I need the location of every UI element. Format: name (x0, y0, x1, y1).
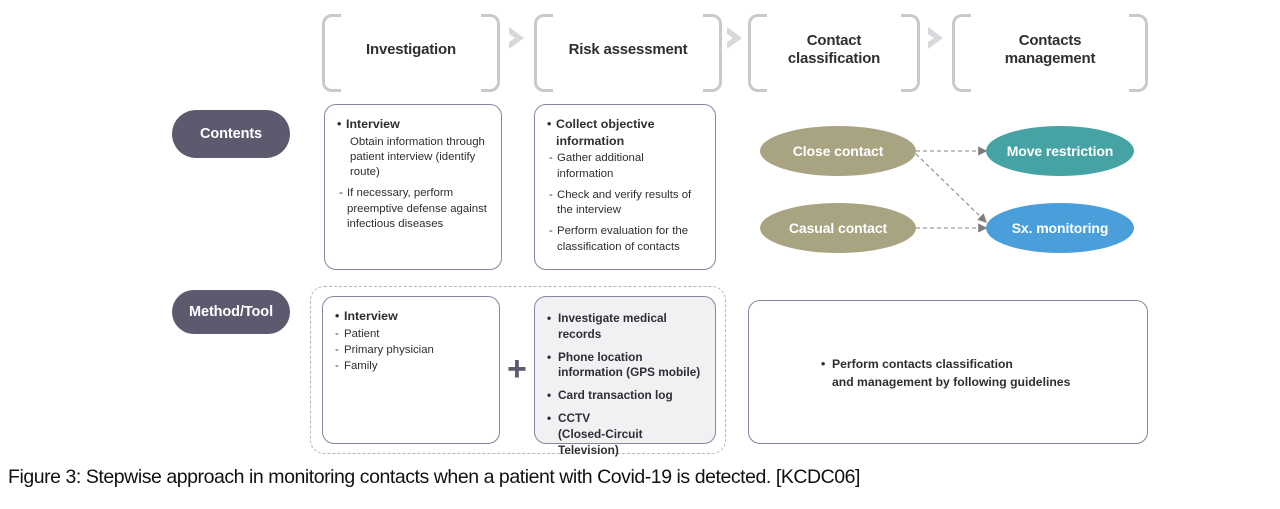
dash-icon: - (335, 327, 339, 340)
method-risk-assessment-box: • Investigate medical records • Phone lo… (534, 296, 716, 457)
ellipse-casual-contact: Casual contact (760, 203, 916, 253)
bullet-icon: • (547, 388, 552, 403)
method-tool-dashed-group (310, 286, 726, 454)
list-item: - Primary physician (335, 343, 487, 358)
phase-label-investigation: Investigation (366, 40, 456, 58)
ellipse-move-restriction: Move restriction (986, 126, 1134, 176)
chevron-right-icon-1 (506, 25, 532, 51)
list-item: • Investigate medical records (547, 311, 667, 341)
contents-investigation-heading: • Interview (337, 117, 400, 131)
contents-risk-heading: • Collect objective information (547, 117, 655, 148)
phase-header-contacts-management: Contacts management (952, 14, 1148, 92)
phase-label-contact-classification: Contact classification (787, 31, 881, 67)
bracket-right-icon (901, 14, 920, 92)
dash-icon: - (335, 343, 339, 356)
phase-header-risk-assessment: Risk assessment (534, 14, 722, 92)
phase-header-contact-classification: Contact classification (748, 14, 920, 92)
contents-investigation-box: • Interview Obtain information through p… (324, 104, 502, 270)
list-item: • Card transaction log (547, 388, 673, 403)
row-label-method-tool: Method/Tool (172, 290, 290, 334)
contents-investigation-sub: Obtain information through patient inter… (350, 135, 485, 179)
dash-icon: - (335, 360, 339, 373)
list-item: • Phone location information (GPS mobile… (547, 349, 701, 380)
method-investigation-box: • Interview - Patient - Primary physicia… (322, 296, 500, 444)
chevron-right-icon-2 (724, 25, 750, 51)
phase-header-investigation: Investigation (322, 14, 500, 92)
ellipse-close-contact: Close contact (760, 126, 916, 176)
chevron-right-icon-3 (925, 25, 951, 51)
dash-icon: - (549, 225, 553, 238)
bullet-icon: • (547, 311, 552, 325)
list-item: - Family (335, 359, 487, 374)
method-management-text-row: • Perform contacts classification and ma… (821, 356, 1070, 391)
bracket-right-icon (703, 14, 722, 92)
figure-caption: Figure 3: Stepwise approach in monitorin… (8, 466, 861, 488)
bracket-left-icon (952, 14, 971, 92)
phase-label-risk-assessment: Risk assessment (568, 40, 688, 58)
phase-label-contacts-management: Contacts management (1004, 31, 1096, 67)
dash-icon: - (549, 188, 553, 201)
dash-icon: - (549, 152, 553, 165)
bracket-right-icon (1129, 14, 1148, 92)
ellipse-sx-monitoring: Sx. monitoring (986, 203, 1134, 253)
bracket-left-icon (534, 14, 553, 92)
bullet-icon: • (821, 356, 826, 371)
bracket-left-icon (748, 14, 767, 92)
list-item: - Patient (335, 327, 487, 342)
bracket-right-icon (481, 14, 500, 92)
bullet-icon: • (547, 410, 552, 425)
contents-risk-item-0: - Gather additional information (549, 151, 703, 182)
dash-icon: - (339, 187, 343, 200)
list-item: • CCTV (Closed-Circuit Television) (547, 410, 643, 457)
bullet-icon: • (547, 117, 552, 131)
contents-risk-item-1: - Check and verify results of the interv… (549, 188, 703, 219)
bullet-icon: • (337, 117, 342, 131)
plus-icon: + (507, 350, 527, 388)
contents-investigation-dash: - If necessary, perform preemptive defen… (339, 186, 489, 232)
row-label-method-tool-text: Method/Tool (189, 304, 273, 320)
contents-risk-assessment-box: • Collect objective information - Gather… (534, 104, 716, 270)
row-label-contents-text: Contents (199, 126, 263, 142)
method-management-box: • Perform contacts classification and ma… (748, 300, 1148, 444)
contents-risk-item-2: - Perform evaluation for the classificat… (549, 224, 703, 255)
bullet-icon: • (547, 349, 552, 364)
bullet-icon: • (335, 309, 340, 323)
method-investigation-heading: • Interview (335, 309, 398, 323)
method-investigation-list: - Patient - Primary physician - Family (335, 327, 487, 375)
figure-diagram: Investigation Risk assessment Contact cl… (172, 14, 1148, 457)
row-label-contents: Contents (172, 110, 290, 158)
bracket-left-icon (322, 14, 341, 92)
arrow-close-to-sx (915, 153, 987, 223)
